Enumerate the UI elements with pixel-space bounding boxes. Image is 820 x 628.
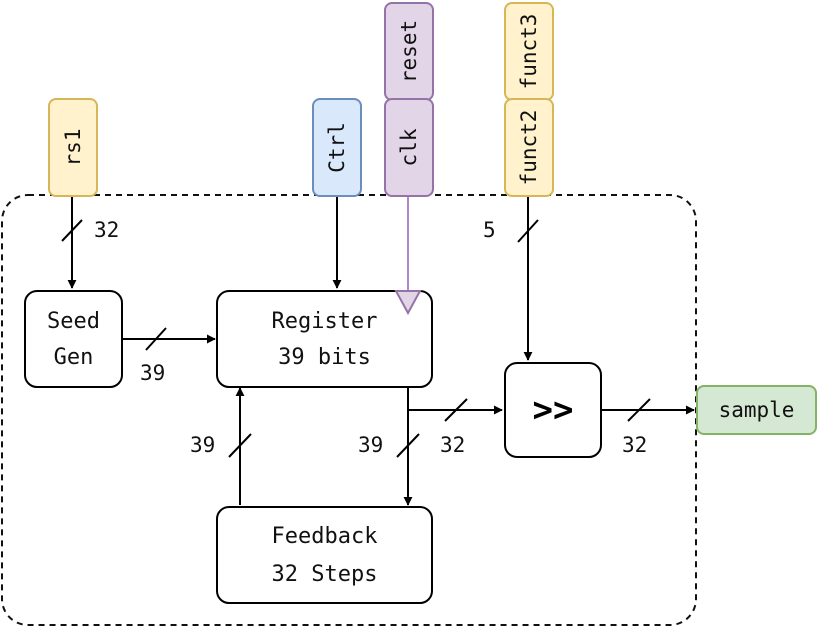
- seed-gen-block[interactable]: Seed Gen: [24, 290, 123, 388]
- shifter-block[interactable]: >>: [504, 362, 602, 458]
- port-funct3-label: funct3: [517, 14, 541, 90]
- port-ctrl-label: Ctrl: [325, 122, 349, 173]
- register-block[interactable]: Register 39 bits: [216, 290, 433, 388]
- feedback-line1: Feedback: [272, 524, 378, 549]
- port-sample-label: sample: [719, 398, 795, 422]
- bus-width-rs1: 32: [94, 218, 119, 242]
- bus-slash-seed: [145, 327, 167, 351]
- port-ctrl[interactable]: Ctrl: [312, 98, 362, 197]
- bus-slash-feedback-in: [396, 433, 420, 458]
- feedback-block[interactable]: Feedback 32 Steps: [216, 506, 433, 604]
- seed-gen-line2: Gen: [54, 345, 94, 370]
- clock-input-triangle-overlay: [394, 290, 422, 316]
- bus-slash-shifter-out: [627, 398, 651, 422]
- register-line2: 39 bits: [278, 345, 371, 370]
- bus-slash-feedback-return: [228, 433, 252, 458]
- bus-slash-shifter-in: [444, 398, 468, 422]
- port-reset-label: reset: [397, 20, 421, 83]
- port-clk[interactable]: clk: [384, 98, 434, 197]
- register-line1: Register: [272, 309, 378, 334]
- seed-gen-line1: Seed: [47, 309, 100, 334]
- feedback-line2: 32 Steps: [272, 562, 378, 587]
- bus-slash-shift-amount: [517, 219, 539, 243]
- bus-width-shifter-in: 32: [440, 433, 465, 457]
- port-funct2[interactable]: funct2: [504, 98, 554, 197]
- bus-width-shifter-out: 32: [622, 433, 647, 457]
- port-funct3[interactable]: funct3: [504, 2, 554, 101]
- shift-right-symbol: >>: [533, 390, 574, 430]
- bus-width-seed: 39: [140, 361, 165, 385]
- port-sample[interactable]: sample: [696, 385, 817, 435]
- bus-width-feedback-return: 39: [190, 433, 215, 457]
- port-reset[interactable]: reset: [384, 2, 434, 101]
- bus-slash-rs1: [61, 219, 83, 242]
- bus-width-shift-amount: 5: [483, 218, 496, 242]
- port-clk-label: clk: [397, 128, 421, 166]
- port-rs1-label: rs1: [61, 129, 85, 167]
- port-rs1[interactable]: rs1: [48, 98, 98, 197]
- bus-width-feedback-in: 39: [358, 433, 383, 457]
- port-funct2-label: funct2: [517, 110, 541, 186]
